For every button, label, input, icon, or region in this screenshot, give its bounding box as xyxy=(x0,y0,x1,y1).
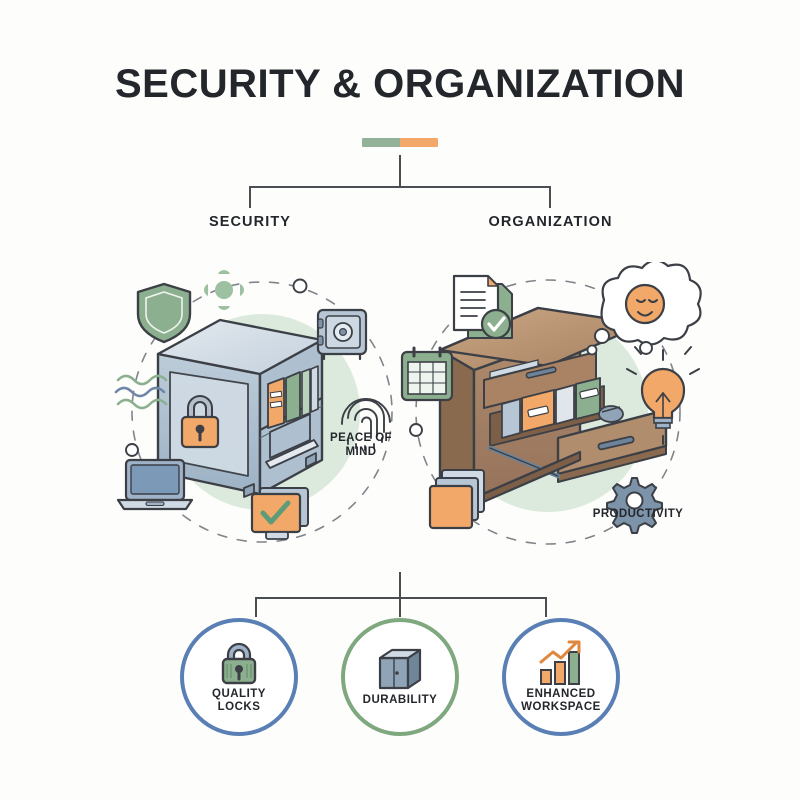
connector-bracket-top xyxy=(249,186,551,188)
badge-quality-locks[interactable]: QUALITY LOCKS xyxy=(180,618,298,736)
wavy-lines-icon xyxy=(114,374,168,410)
connector-stem-bottom xyxy=(399,572,401,598)
drawer-folders xyxy=(501,377,624,439)
locked-cabinet-icon xyxy=(156,318,324,498)
orbit-dot-left xyxy=(409,423,423,437)
connector-bracket-bottom xyxy=(255,597,547,599)
checkmark-monitor-icon xyxy=(250,487,309,540)
connector-drop-badge-3 xyxy=(545,597,547,617)
accent-segment-left xyxy=(362,138,400,147)
fingerprint-icon xyxy=(341,398,391,451)
folder-stack-icon xyxy=(428,469,485,530)
badge-label: QUALITY LOCKS xyxy=(212,687,266,713)
orbit-dot-top xyxy=(292,278,308,294)
document-check-icon xyxy=(452,274,513,340)
lightbulb-icon xyxy=(626,346,700,445)
connector-stem-top xyxy=(399,155,401,187)
gear-icon xyxy=(606,477,663,534)
branch-label-organization: ORGANIZATION xyxy=(488,214,613,230)
caption-productivity: PRODUCTIVITY xyxy=(592,508,684,520)
accent-segment-right xyxy=(400,138,438,147)
connector-drop-badge-2 xyxy=(399,597,401,617)
metal-cabinet-icon xyxy=(374,646,426,692)
badge-enhanced-workspace[interactable]: ENHANCED WORKSPACE xyxy=(502,618,620,736)
illustration-security xyxy=(110,262,410,562)
connector-drop-badge-1 xyxy=(255,597,257,617)
illustration-organization xyxy=(398,262,708,562)
accent-divider xyxy=(362,138,438,147)
safe-icon xyxy=(316,308,368,361)
badge-row: QUALITY LOCKS DURABILITY xyxy=(180,618,620,748)
growth-chart-icon xyxy=(535,640,587,686)
padlock-icon xyxy=(180,395,220,449)
orbit-dashed-ring xyxy=(415,279,681,545)
orbit-dot-left xyxy=(125,443,139,457)
burst-dots-icon xyxy=(204,270,244,310)
calendar-icon xyxy=(400,346,454,402)
badge-label: DURABILITY xyxy=(362,694,438,707)
laptop-icon xyxy=(116,458,194,511)
shelf-books xyxy=(267,365,319,429)
orbit-dashed-ring xyxy=(131,281,393,543)
badge-durability[interactable]: DURABILITY xyxy=(341,618,459,736)
connector-drop-security xyxy=(249,186,251,208)
badge-label: ENHANCED WORKSPACE xyxy=(521,687,601,713)
orbit-dot-right xyxy=(639,341,653,355)
thought-bubble-smiley-icon xyxy=(586,262,702,356)
shield-icon xyxy=(136,282,192,344)
connector-drop-organization xyxy=(549,186,551,208)
caption-peace-of-mind: PEACE OF MIND xyxy=(330,432,392,458)
branch-label-security: SECURITY xyxy=(208,214,292,230)
page-title: SECURITY & ORGANIZATION xyxy=(114,62,686,106)
shelf-laptop-icon xyxy=(265,413,319,469)
padlock-icon xyxy=(217,640,261,686)
